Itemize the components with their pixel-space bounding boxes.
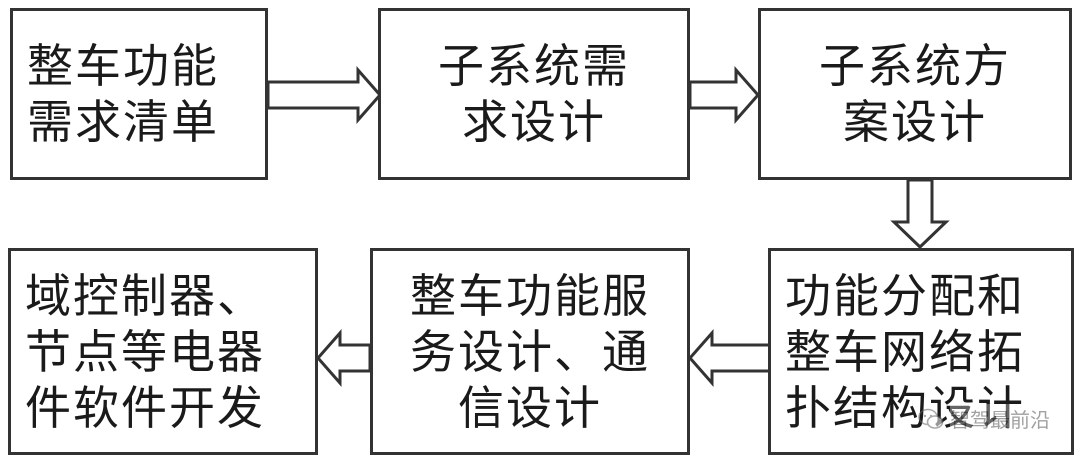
box-line: 求设计	[462, 95, 606, 149]
arrow-left-2	[316, 329, 372, 387]
box-line: 整车网络拓	[785, 324, 1025, 379]
arrow-right-1	[266, 66, 382, 124]
box-line: 案设计	[843, 95, 987, 149]
box-line: 整车功能服	[410, 268, 650, 323]
arrow-right-2	[688, 66, 760, 124]
box-line: 件软件开发	[25, 380, 265, 435]
box-line: 子系统方	[819, 39, 1011, 93]
watermark-text: 智驾最前沿	[950, 404, 1050, 433]
arrow-down	[890, 178, 950, 250]
box-vehicle-service-communication: 整车功能服 务设计、通 信设计	[370, 248, 690, 455]
watermark: 智驾最前沿	[918, 404, 1050, 433]
box-function-allocation-topology: 功能分配和 整车网络拓 扑结构设计	[768, 248, 1074, 455]
box-ecu-software-dev: 域控制器、 节点等电器 件软件开发	[8, 248, 318, 455]
box-vehicle-function-list: 整车功能 需求清单	[10, 8, 268, 180]
wechat-logo-icon	[918, 408, 944, 429]
box-subsystem-solution-design: 子系统方 案设计	[758, 8, 1072, 180]
box-line: 信设计	[458, 380, 602, 435]
box-line: 扑结构设计	[785, 380, 1025, 435]
arrow-left-1	[688, 329, 772, 387]
box-line: 域控制器、	[25, 268, 265, 323]
box-line: 节点等电器	[25, 324, 265, 379]
box-line: 功能分配和	[785, 268, 1025, 323]
box-subsystem-requirement-design: 子系统需 求设计	[378, 8, 690, 180]
box-line: 子系统需	[438, 39, 630, 93]
box-line: 整车功能	[27, 39, 219, 93]
box-line: 需求清单	[27, 95, 219, 149]
box-line: 务设计、通	[410, 324, 650, 379]
